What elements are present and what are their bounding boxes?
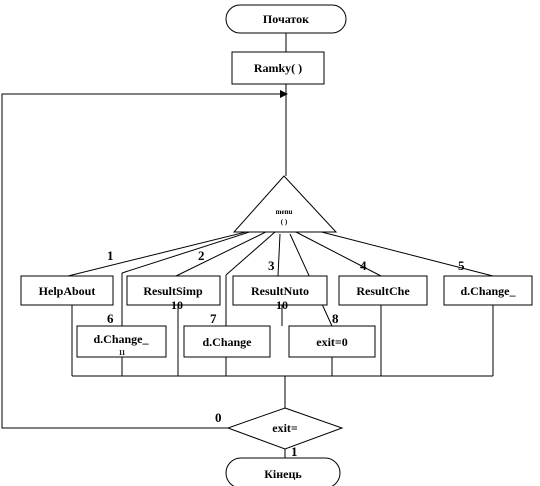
result-simp-cut-label: 10: [171, 298, 183, 312]
exit-assign-label: exit=0: [316, 335, 348, 349]
d-change-7-label: d.Change: [202, 335, 252, 349]
branch-7-label: 7: [210, 311, 217, 326]
exit-check-decision: exit=: [226, 407, 344, 450]
branch-3-label: 3: [268, 258, 275, 273]
branch-6-label: 6: [107, 311, 114, 326]
branch-8-label: 8: [332, 311, 339, 326]
result-che-process: ResultChe: [338, 275, 428, 306]
result-nuto-label: ResultNuto: [251, 284, 309, 298]
result-che-label: ResultChe: [356, 284, 410, 298]
ramky-process: Ramky( ): [231, 51, 325, 85]
help-about-process: HelpAbout: [20, 275, 114, 306]
end-terminator: Кінець: [225, 457, 341, 486]
d-change-7-process: d.Change: [183, 325, 271, 358]
d-change-6-cut-label: 11: [119, 349, 126, 357]
exit-assign-process: exit=0: [288, 325, 376, 358]
branch-1-label: 1: [107, 248, 114, 263]
d-change-6-process: d.Change_ 11: [76, 325, 167, 358]
connectors: [1, 33, 494, 458]
exit-yes-label: 1: [291, 444, 298, 459]
exit-check-label: exit=: [272, 421, 298, 435]
branch-5-label: 5: [458, 258, 465, 273]
menu-paren-label: ( ): [281, 218, 288, 226]
result-nuto-process: ResultNuto 10: [232, 275, 328, 312]
result-simp-process: ResultSimp 10: [126, 275, 221, 312]
start-terminator: Початок: [225, 4, 347, 34]
d-change-5-process: d.Change_: [443, 275, 533, 306]
branch-2-label: 2: [198, 248, 205, 263]
start-label: Початок: [263, 12, 309, 26]
end-label: Кінець: [264, 467, 302, 481]
d-change-6-label: d.Change_: [93, 332, 149, 346]
exit-no-label: 0: [215, 410, 222, 425]
branch-4-label: 4: [360, 258, 367, 273]
menu-label: menu: [276, 208, 293, 216]
help-about-label: HelpAbout: [39, 284, 96, 298]
result-nuto-cut-label: 10: [276, 298, 288, 312]
branch-labels: 1 2 3 4 5 6 7 8 0 1: [107, 248, 465, 459]
ramky-label: Ramky( ): [254, 61, 302, 75]
result-simp-label: ResultSimp: [143, 284, 203, 298]
d-change-5-label: d.Change_: [460, 284, 516, 298]
menu-decision: menu ( ): [232, 175, 338, 233]
